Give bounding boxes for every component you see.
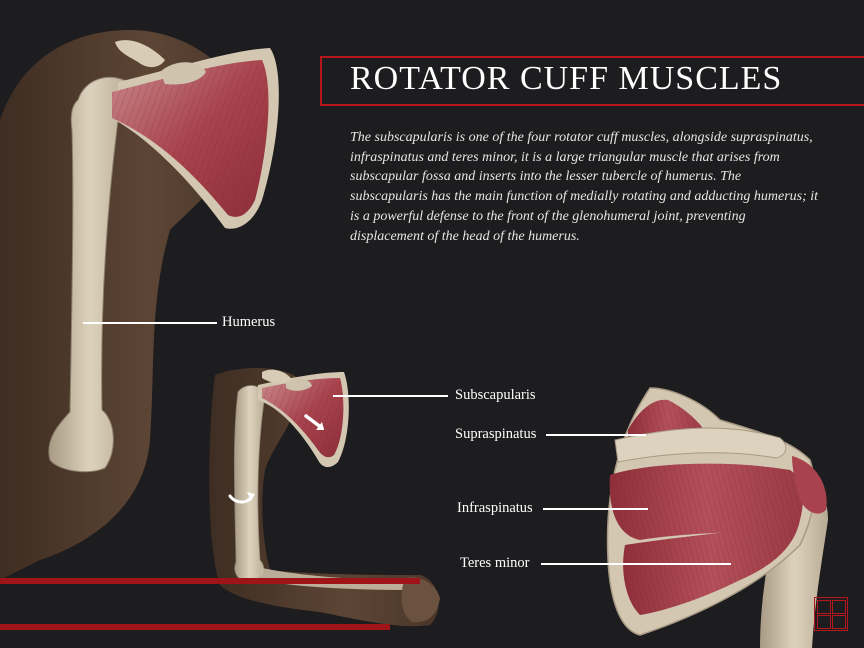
small-arm-skin <box>209 368 439 627</box>
title-frame <box>320 56 864 106</box>
label-teres-minor: Teres minor <box>460 555 530 571</box>
infraspinatus-leader-line <box>543 508 648 510</box>
small-arm-illustration <box>209 368 440 627</box>
teres-minor-leader-line <box>541 563 731 565</box>
small-hand <box>401 577 440 623</box>
supraspinatus-leader-line <box>546 434 646 436</box>
large-coracoid <box>160 62 206 85</box>
scapular-spine <box>614 427 787 463</box>
page-title: ROTATOR CUFF MUSCLES <box>350 60 783 97</box>
label-subscapularis: Subscapularis <box>455 387 536 403</box>
humerus-leader-line <box>83 322 217 324</box>
posterior-humerus-head <box>792 456 827 514</box>
large-arm-illustration <box>0 30 279 580</box>
description-text: The subscapularis is one of the four rot… <box>350 130 819 244</box>
posterior-scapula-illustration <box>606 387 828 648</box>
label-humerus: Humerus <box>222 314 276 330</box>
large-acromion <box>115 40 165 68</box>
artist-seal-stamp <box>814 597 848 631</box>
subscapularis-leader-line <box>333 395 448 397</box>
small-acromion <box>262 369 292 384</box>
label-supraspinatus: Supraspinatus <box>455 426 537 442</box>
label-infraspinatus: Infraspinatus <box>457 500 533 516</box>
resistance-band <box>0 578 420 630</box>
small-coracoid <box>286 378 312 391</box>
